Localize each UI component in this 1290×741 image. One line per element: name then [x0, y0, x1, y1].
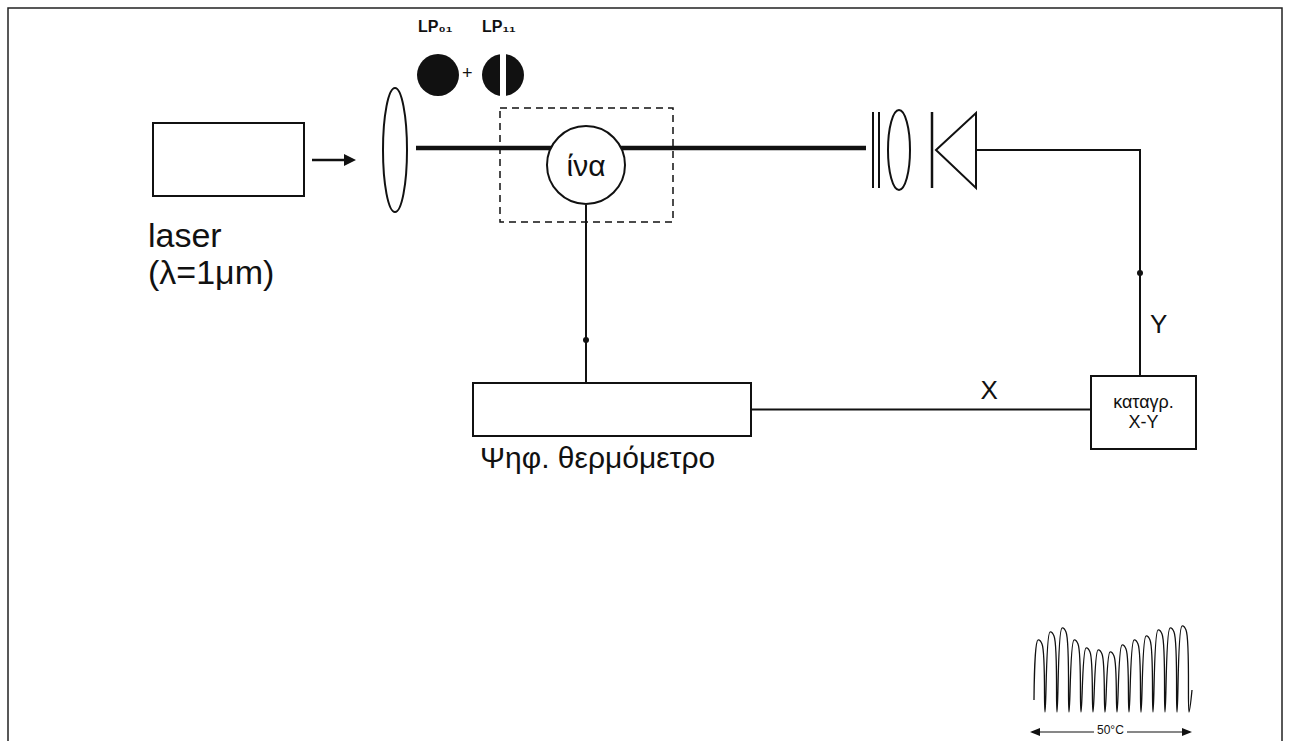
arrow-head — [1030, 728, 1040, 736]
span-label: 50°C — [1094, 724, 1127, 737]
digital-thermometer: Ψηφ. θερμόμετρο — [472, 382, 752, 437]
wire-dot — [1137, 270, 1143, 276]
node-label: laser (λ=1μm) — [148, 217, 328, 292]
laser-box: laser (λ=1μm) — [152, 122, 305, 197]
filter-plate — [872, 112, 874, 188]
lens — [888, 110, 910, 190]
wire — [752, 409, 1090, 411]
fiber — [416, 146, 866, 151]
recorded-trace — [1034, 626, 1192, 712]
node-label: Ψηφ. θερμόμετρο — [480, 441, 715, 474]
lp11-mode — [482, 54, 524, 96]
signal-wire — [976, 150, 1140, 375]
photodiode-symbol — [936, 113, 976, 188]
arrow-head — [1182, 728, 1192, 736]
node-label: καταγρ. X-Y — [1108, 393, 1180, 433]
frame — [8, 8, 1282, 741]
mode-label: LP₀₁ — [418, 18, 452, 36]
mode-label: LP₁₁ — [482, 18, 516, 36]
photodiode-bar — [931, 112, 934, 188]
oven-enclosure — [500, 108, 673, 222]
wire-dot — [583, 337, 589, 343]
lp11-node-line — [500, 54, 506, 96]
lens — [383, 88, 407, 212]
xy-recorder: καταγρ. X-Y — [1090, 375, 1197, 450]
filter-plate — [878, 112, 880, 188]
fiber-coil: ίνα — [546, 125, 626, 205]
plus-sign: + — [462, 64, 473, 84]
beam-arrow — [312, 159, 346, 162]
signal-label: X — [981, 376, 998, 405]
arrow-head — [344, 154, 356, 166]
lp01-mode — [417, 54, 459, 96]
node-label: ίνα — [566, 149, 605, 182]
signal-label: Y — [1150, 310, 1167, 339]
trace-line — [1034, 626, 1192, 712]
wire — [585, 205, 587, 382]
